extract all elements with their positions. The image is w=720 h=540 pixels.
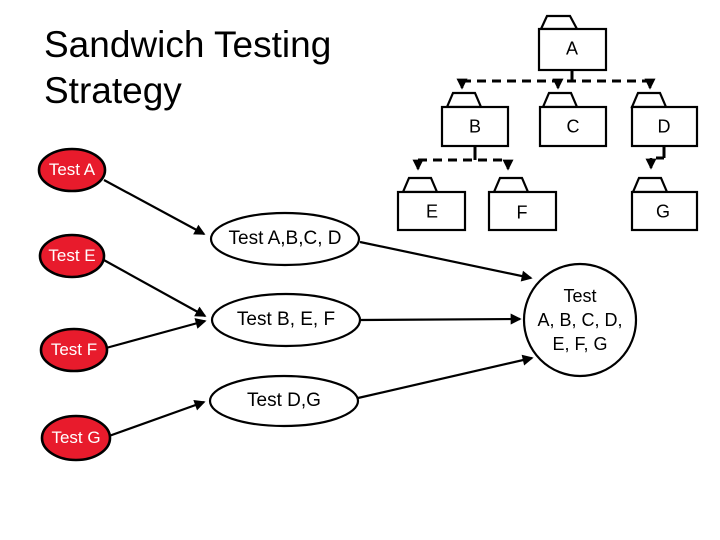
system-test-node — [522, 262, 638, 378]
arrow-testF-to-integration2 — [105, 318, 207, 350]
unit-test-e-label: Test E — [48, 246, 96, 265]
arrow-testG-to-integration3 — [108, 399, 206, 438]
slide-title: Sandwich Testing Strategy — [44, 22, 331, 114]
arrow-integration2-to-system — [360, 313, 522, 325]
folder-icon-a — [537, 14, 608, 72]
folder-icon-d — [630, 91, 699, 148]
tree-connectors — [412, 70, 666, 171]
folder-b-label: B — [468, 116, 482, 137]
test-flow-arrows — [101, 179, 534, 438]
arrow-integration1-to-system — [359, 240, 533, 282]
system-test-label: Test A, B, C, D, E, F, G — [537, 284, 622, 356]
integration-test-node-bef — [210, 292, 362, 348]
folder-d-label: D — [657, 116, 671, 137]
unit-test-node-e — [38, 233, 106, 279]
unit-test-f-label: Test F — [50, 340, 98, 359]
slide-title-line2: Strategy — [44, 70, 182, 111]
unit-test-node-a — [37, 147, 107, 193]
folder-c-label: C — [566, 116, 580, 137]
integration-test-abcd-label: Test A,B,C, D — [228, 228, 342, 249]
unit-test-node-g — [40, 414, 112, 462]
integration-test-node-dg — [208, 374, 360, 428]
arrow-integration3-to-system — [357, 354, 534, 400]
arrow-testA-to-integration1 — [103, 179, 206, 235]
folder-f-label: F — [516, 202, 528, 223]
integration-test-dg-label: Test D,G — [247, 390, 321, 411]
system-test-label-line2: A, B, C, D, — [537, 310, 623, 330]
folder-icon-f — [487, 176, 558, 232]
folder-g-label: G — [655, 201, 671, 222]
folder-icon-g — [630, 176, 699, 232]
folder-e-label: E — [425, 201, 439, 222]
folder-a-label: A — [565, 38, 579, 59]
unit-test-g-label: Test G — [51, 428, 101, 447]
system-test-label-line3: E, F, G — [552, 334, 608, 354]
slide-title-line1: Sandwich Testing — [44, 24, 332, 65]
arrow-testE-to-integration2 — [101, 258, 207, 317]
folder-icon-e — [396, 176, 467, 232]
system-test-label-line1: Test — [563, 286, 597, 306]
integration-test-bef-label: Test B, E, F — [236, 309, 336, 330]
integration-test-node-abcd — [209, 211, 361, 267]
unit-test-node-f — [39, 327, 109, 373]
unit-test-a-label: Test A — [48, 160, 96, 179]
folder-icon-c — [538, 91, 608, 148]
